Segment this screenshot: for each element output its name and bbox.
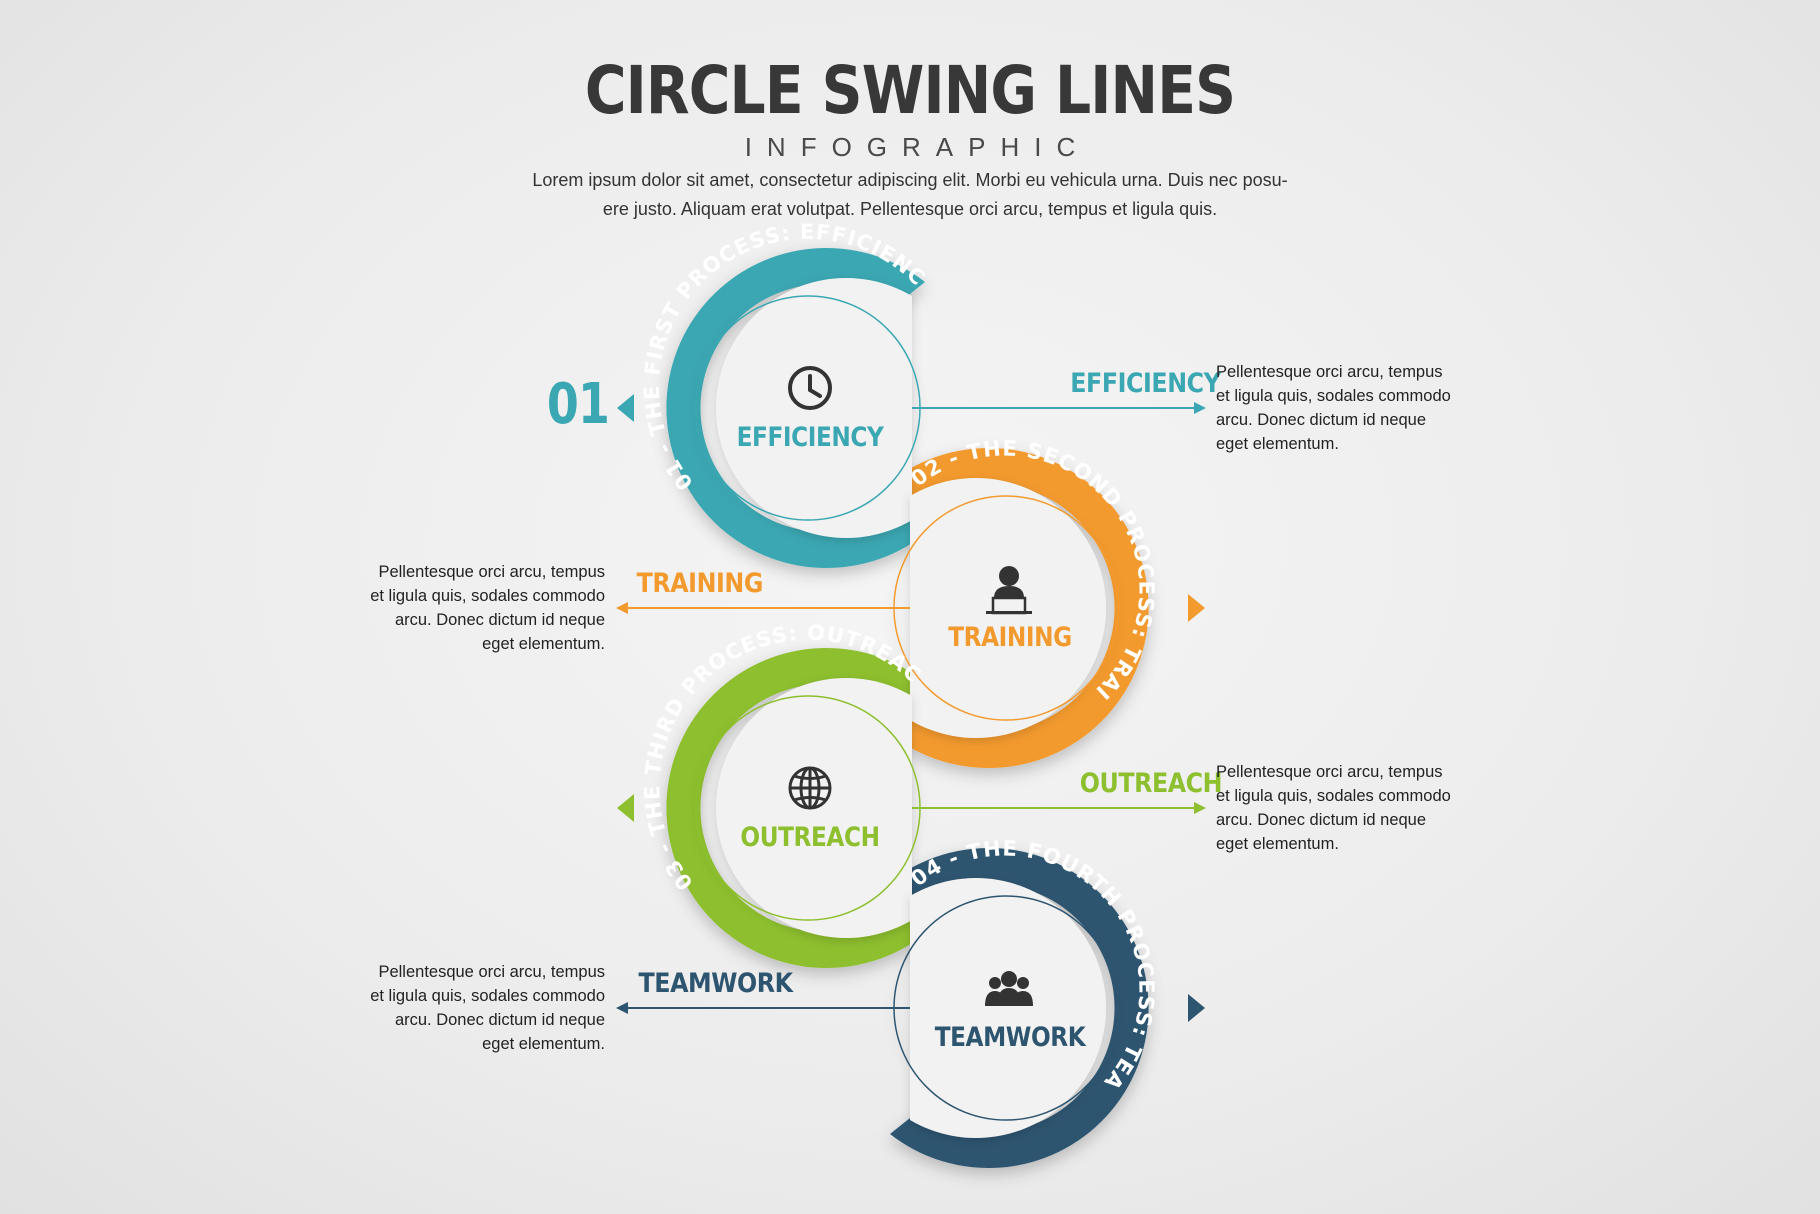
description-line: et ligula quis, sodales commodo (1216, 387, 1451, 405)
intro-text: Lorem ipsum dolor sit amet, consectetur … (510, 166, 1310, 224)
center-label-training: TRAINING (948, 622, 1072, 653)
description-teamwork: Pellentesque orci arcu, tempus et ligula… (355, 960, 605, 1056)
side-label-efficiency: EFFICIENCY (1070, 368, 1221, 399)
description-line: arcu. Donec dictum id neque (394, 611, 605, 629)
arrowhead-left-icon (616, 1002, 628, 1014)
description-outreach: Pellentesque orci arcu, tempus et ligula… (1216, 760, 1466, 856)
globe-icon (788, 766, 832, 810)
connector-outreach (912, 802, 1206, 814)
ring-efficiency (666, 248, 925, 568)
arrowhead-right-icon (1194, 402, 1206, 414)
description-line: arcu. Donec dictum id neque (394, 1011, 605, 1029)
disc-training-shape (910, 478, 1106, 738)
description-line: Pellentesque orci arcu, tempus (378, 963, 605, 981)
arrowhead-left-icon (616, 602, 628, 614)
step-number: 01 (546, 372, 610, 437)
clock-icon (788, 366, 832, 410)
pointer-left-icon (617, 794, 634, 822)
user-laptop-icon (986, 566, 1032, 615)
description-line: arcu. Donec dictum id neque (1216, 411, 1427, 429)
team-icon (985, 971, 1033, 1006)
page-subtitle: INFOGRAPHIC (744, 132, 1091, 162)
arrowhead-right-icon (1194, 802, 1206, 814)
ring-efficiency-band (666, 248, 925, 568)
pointer-right-icon (1188, 594, 1205, 622)
description-efficiency: Pellentesque orci arcu, tempus et ligula… (1216, 360, 1466, 456)
description-line: et ligula quis, sodales commodo (1216, 787, 1451, 805)
intro-line-1: Lorem ipsum dolor sit amet, consectetur … (532, 170, 1288, 190)
description-line: eget elementum. (482, 1035, 605, 1053)
side-label-teamwork: TEAMWORK (638, 968, 794, 999)
center-label-outreach: OUTREACH (740, 822, 880, 853)
ring-training-band (890, 448, 1149, 769)
connector-efficiency (912, 402, 1206, 414)
description-line: et ligula quis, sodales commodo (370, 587, 605, 605)
ring-teamwork-band (890, 848, 1149, 1168)
description-line: eget elementum. (1216, 435, 1339, 453)
ring-teamwork (890, 848, 1149, 1168)
page-title: CIRCLE SWING LINES (584, 52, 1236, 129)
center-label-teamwork: TEAMWORK (934, 1022, 1086, 1053)
center-label-efficiency: EFFICIENCY (736, 422, 884, 453)
description-line: Pellentesque orci arcu, tempus (1216, 763, 1443, 781)
ring-outreach (666, 648, 925, 968)
description-line: eget elementum. (482, 635, 605, 653)
description-training: Pellentesque orci arcu, tempus et ligula… (355, 560, 605, 656)
description-line: eget elementum. (1216, 835, 1339, 853)
connector-training (616, 602, 910, 614)
description-line: et ligula quis, sodales commodo (370, 987, 605, 1005)
side-label-training: TRAINING (636, 568, 764, 599)
disc-teamwork-shape (910, 878, 1106, 1138)
description-line: Pellentesque orci arcu, tempus (378, 563, 605, 581)
intro-line-2: ere justo. Aliquam erat volutpat. Pellen… (602, 199, 1218, 219)
pointer-left-icon (617, 394, 634, 422)
description-line: arcu. Donec dictum id neque (1216, 811, 1427, 829)
pointer-right-icon (1188, 994, 1205, 1022)
ring-outreach-band (666, 648, 925, 968)
connector-teamwork (616, 1002, 910, 1014)
ring-training (890, 448, 1149, 769)
description-line: Pellentesque orci arcu, tempus (1216, 363, 1443, 381)
side-label-outreach: OUTREACH (1079, 768, 1223, 799)
